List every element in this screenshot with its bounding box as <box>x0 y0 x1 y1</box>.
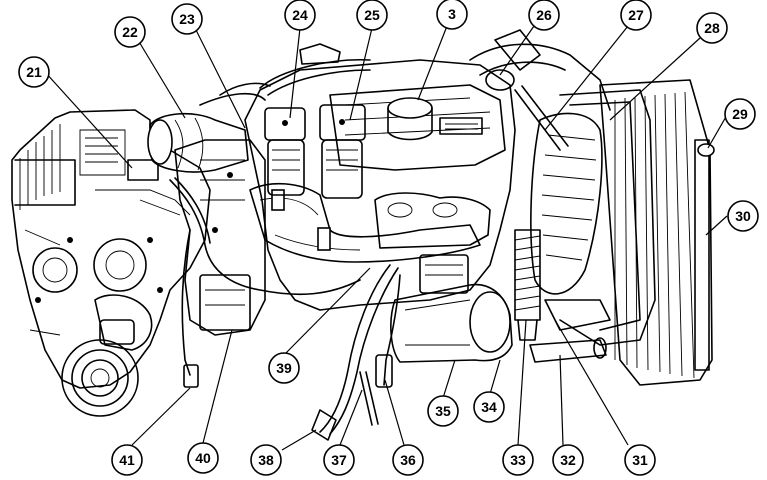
callout-32: 32 <box>552 444 584 476</box>
transmission-housing <box>11 109 211 417</box>
callout-36: 36 <box>392 444 424 476</box>
leader-27 <box>544 25 629 131</box>
callout-38: 38 <box>250 444 282 476</box>
leader-21 <box>44 71 133 169</box>
callout-33-label: 33 <box>510 452 526 468</box>
callout-32-label: 32 <box>560 452 576 468</box>
coiled-hose <box>514 229 541 341</box>
callout-28-label: 28 <box>704 20 720 36</box>
engine-block <box>199 43 516 311</box>
radiator <box>599 79 715 386</box>
callout-3: 3 <box>436 0 468 30</box>
callout-bubbles: 21 22 23 24 25 3 26 27 28 29 30 <box>18 0 759 476</box>
callout-41-label: 41 <box>119 452 135 468</box>
leader-30 <box>705 215 728 236</box>
air-intake-horn <box>147 112 249 173</box>
leader-25 <box>349 27 373 121</box>
callout-26-label: 26 <box>536 7 552 23</box>
callout-34-label: 34 <box>481 399 497 415</box>
callout-28: 28 <box>696 12 728 44</box>
leader-38 <box>281 429 317 451</box>
leader-3 <box>417 25 448 101</box>
callout-35: 35 <box>427 395 459 427</box>
callout-41: 41 <box>111 444 143 476</box>
callout-38-label: 38 <box>258 452 274 468</box>
leader-lines <box>44 25 728 451</box>
callout-23-label: 23 <box>179 11 195 27</box>
callout-25: 25 <box>356 0 388 31</box>
flywheel-housing <box>174 139 266 336</box>
callout-22-label: 22 <box>122 24 138 40</box>
leader-34 <box>489 359 501 395</box>
leader-28 <box>609 37 701 121</box>
leader-33 <box>517 319 527 446</box>
leader-36 <box>384 379 405 446</box>
leader-39 <box>283 267 371 356</box>
callout-36-label: 36 <box>400 452 416 468</box>
leader-40 <box>202 329 233 444</box>
callout-23: 23 <box>171 3 203 35</box>
fan-and-belts <box>469 29 656 346</box>
callout-3-label: 3 <box>448 6 456 22</box>
callout-39: 39 <box>268 352 300 384</box>
callout-30-label: 30 <box>735 208 751 224</box>
callout-22: 22 <box>114 16 146 48</box>
callout-39-label: 39 <box>276 360 292 376</box>
leader-22 <box>137 39 186 119</box>
leader-41 <box>131 387 191 446</box>
callout-37-label: 37 <box>331 452 347 468</box>
callout-21: 21 <box>18 56 50 88</box>
leader-26 <box>499 25 535 76</box>
callout-29-label: 29 <box>732 106 748 122</box>
callout-40: 40 <box>187 442 219 474</box>
callout-26: 26 <box>528 0 560 31</box>
callout-25-label: 25 <box>364 7 380 23</box>
leader-32 <box>559 354 564 446</box>
callout-30: 30 <box>727 200 759 232</box>
starter-motor <box>390 254 513 363</box>
callout-24-label: 24 <box>292 7 308 23</box>
leader-29 <box>707 114 728 149</box>
wiring-harness <box>169 177 361 388</box>
callout-35-label: 35 <box>435 403 451 419</box>
callout-24: 24 <box>284 0 316 31</box>
leader-23 <box>195 29 246 129</box>
engine-illustration <box>11 29 715 441</box>
callout-34: 34 <box>473 391 505 423</box>
lower-pipe <box>529 299 611 363</box>
callout-33: 33 <box>502 444 534 476</box>
callout-40-label: 40 <box>195 450 211 466</box>
leader-31 <box>554 319 629 446</box>
callout-37: 37 <box>323 444 355 476</box>
battery-cables <box>311 264 401 441</box>
leader-35 <box>442 359 456 399</box>
callout-21-label: 21 <box>26 64 42 80</box>
callout-27-label: 27 <box>628 7 644 23</box>
callout-27: 27 <box>620 0 652 31</box>
callout-31-label: 31 <box>632 452 648 468</box>
callout-31: 31 <box>624 444 656 476</box>
fuel-filters <box>264 104 366 199</box>
leader-24 <box>289 27 301 119</box>
callout-29: 29 <box>724 98 756 130</box>
leader-37 <box>339 389 363 446</box>
